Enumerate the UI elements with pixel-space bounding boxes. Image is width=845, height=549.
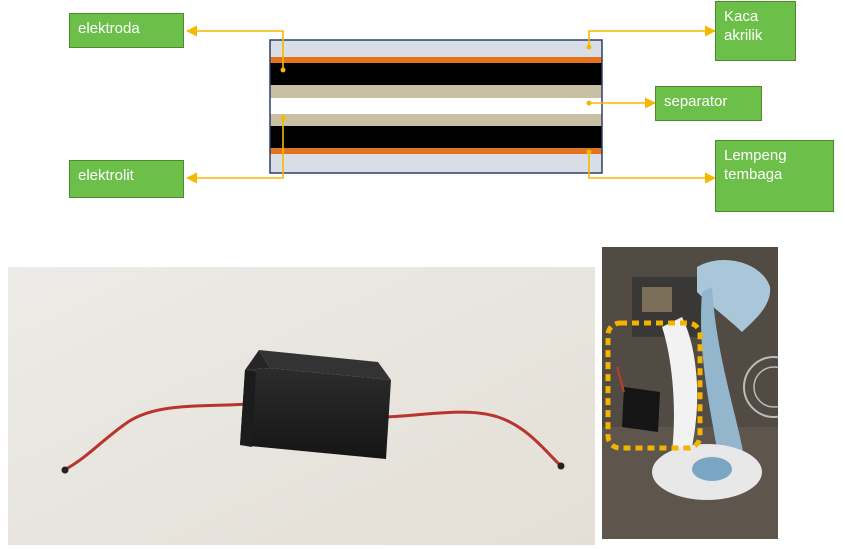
photo-fan-base bbox=[602, 247, 778, 539]
label-elektroda: elektroda bbox=[69, 13, 184, 48]
label-kaca-text-1: Kaca bbox=[724, 8, 759, 25]
arrow-elektrolit bbox=[185, 118, 284, 184]
electrode-top bbox=[270, 63, 602, 85]
copper-top bbox=[270, 57, 602, 63]
red-wire-right bbox=[385, 410, 562, 467]
electrolyte-top bbox=[270, 85, 602, 98]
acrylic-bottom bbox=[270, 154, 602, 173]
red-wire-left bbox=[65, 402, 249, 471]
label-elektrolit-text: elektrolit bbox=[78, 167, 134, 184]
photo-battery-module bbox=[8, 267, 595, 545]
arrow-elektroda bbox=[185, 25, 284, 70]
arrow-kaca-akrilik bbox=[588, 25, 717, 47]
label-kaca-text-2: akrilik bbox=[724, 27, 763, 44]
label-elektrolit: elektrolit bbox=[69, 160, 184, 198]
fan-base-illustration bbox=[602, 247, 778, 539]
layer-stack bbox=[269, 39, 603, 174]
arrow-lempeng bbox=[588, 152, 717, 184]
copper-bottom bbox=[270, 148, 602, 154]
label-lempeng-text-1: Lempeng bbox=[724, 147, 787, 164]
label-separator-text: separator bbox=[664, 93, 728, 110]
separator-layer bbox=[270, 98, 602, 114]
label-kaca-akrilik: Kaca akrilik bbox=[715, 1, 796, 61]
acrylic-top bbox=[270, 40, 602, 58]
stack-outline bbox=[269, 39, 603, 174]
electrode-bottom bbox=[270, 126, 602, 148]
label-separator: separator bbox=[655, 86, 762, 121]
connector-arrows bbox=[185, 25, 717, 184]
layer-diagram bbox=[185, 25, 717, 184]
battery-module-illustration bbox=[8, 267, 595, 545]
label-lempeng-text-2: tembaga bbox=[724, 166, 783, 183]
label-elektroda-text: elektroda bbox=[78, 20, 140, 37]
highlight-box bbox=[605, 320, 703, 451]
label-lempeng-tembaga: Lempeng tembaga bbox=[715, 140, 834, 212]
electrolyte-bottom bbox=[270, 114, 602, 126]
